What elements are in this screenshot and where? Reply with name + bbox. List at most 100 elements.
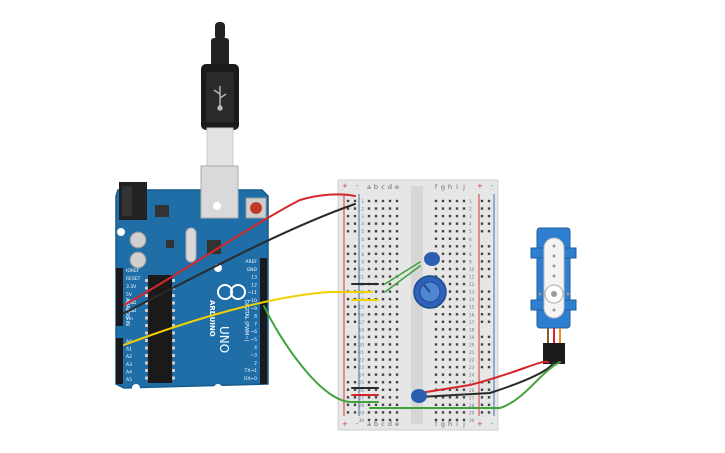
wire-servo-red[interactable] <box>419 360 549 394</box>
rail-hole <box>480 230 484 233</box>
wire-d9-green[interactable] <box>263 305 371 403</box>
capacitor-body <box>411 389 427 403</box>
rail-hole <box>353 358 357 361</box>
breadboard-hole <box>462 260 466 263</box>
pin-label: A3 <box>126 362 132 368</box>
power-pin-header[interactable] <box>116 268 123 326</box>
rail-hole <box>487 199 491 203</box>
arduino-uno[interactable]: ARDUINO UNO DIGITAL (PWM~) ANALOG IN ARE… <box>115 165 269 392</box>
row-number: 22 <box>469 358 475 363</box>
rail-hole <box>346 297 350 301</box>
chip-pin <box>172 294 175 297</box>
breadboard-hole <box>395 365 399 369</box>
row-number: 1 <box>361 199 364 204</box>
pin-label: 3.3V <box>126 284 137 290</box>
rail-hole <box>480 199 484 203</box>
rail-hole <box>353 207 357 210</box>
wire-a0-yellow[interactable] <box>123 291 373 346</box>
wire-gnd-black[interactable] <box>123 203 356 314</box>
row-number: 2 <box>469 207 472 212</box>
pin-label: A2 <box>126 354 132 360</box>
breadboard-hole <box>381 252 385 256</box>
breadboard-hole <box>388 252 392 256</box>
rail-hole <box>353 275 357 278</box>
usb-cable[interactable] <box>201 22 239 167</box>
potentiometer[interactable] <box>413 275 447 309</box>
breadboard-hole <box>381 418 385 422</box>
rail-hole <box>480 411 484 414</box>
chip-pin <box>172 301 175 305</box>
breadboard-hole <box>367 411 371 414</box>
capacitor-body <box>424 252 440 266</box>
rail-hole <box>487 260 491 263</box>
capacitor-top[interactable] <box>424 252 440 266</box>
arduino-model-text: UNO <box>217 326 231 353</box>
rail-hole <box>353 320 357 323</box>
breadboard-hole <box>395 245 399 248</box>
servo-connector[interactable] <box>543 343 565 364</box>
row-number: 11 <box>359 275 365 280</box>
breadboard-hole <box>455 282 459 286</box>
row-number: 24 <box>469 373 475 378</box>
breadboard-hole <box>381 237 385 240</box>
breadboard-hole <box>388 411 392 414</box>
breadboard-hole <box>388 381 392 384</box>
pin-label: IOREF <box>126 268 140 274</box>
rail-hole <box>480 290 484 293</box>
breadboard-hole <box>448 358 452 361</box>
breadboard-hole <box>462 275 466 278</box>
row-number: 28 <box>469 403 475 408</box>
rail-hole <box>353 222 357 225</box>
chip-pin <box>145 286 148 290</box>
rail-hole <box>487 297 491 301</box>
wires[interactable] <box>123 193 561 409</box>
rail-hole <box>346 411 350 414</box>
chip-pin <box>145 301 148 305</box>
row-number: 15 <box>359 305 365 310</box>
row-number: 3 <box>469 214 472 219</box>
usb-icon <box>213 86 227 111</box>
digital-pin-header[interactable] <box>260 258 267 384</box>
breadboard-hole <box>462 199 466 203</box>
wire-servo-black[interactable] <box>419 361 555 398</box>
breadboard-hole <box>441 320 445 323</box>
rail-hole <box>346 313 350 316</box>
wire-5v-red[interactable] <box>123 193 356 306</box>
pin-label: 5V <box>126 292 133 298</box>
breadboard-hole <box>462 320 466 323</box>
chip-pin <box>172 309 175 312</box>
breadboard-hole <box>395 290 399 293</box>
row-number: 30 <box>469 418 475 423</box>
breadboard-hole <box>462 388 466 391</box>
rail-hole <box>353 260 357 263</box>
rail-hole <box>487 403 491 407</box>
breadboard-hole <box>367 222 371 225</box>
breadboard-hole <box>374 320 378 323</box>
breadboard-hole <box>441 365 445 369</box>
breadboard-hole <box>367 260 371 263</box>
breadboard-hole <box>448 282 452 286</box>
breadboard-hole <box>395 230 399 233</box>
pin-label: RX←0 <box>244 376 257 382</box>
breadboard-hole <box>395 418 399 422</box>
breadboard-hole <box>434 335 438 339</box>
rail-hole <box>353 350 357 354</box>
rail-minus-label: - <box>491 182 494 190</box>
breadboard-hole <box>381 275 385 278</box>
breadboard-hole <box>381 313 385 316</box>
breadboard-hole <box>367 207 371 210</box>
breadboard-hole <box>448 335 452 339</box>
breadboard-hole <box>455 297 459 301</box>
wire-servo-green[interactable] <box>369 361 561 409</box>
analog-pin-header[interactable] <box>116 338 123 384</box>
column-letter: i <box>456 183 458 191</box>
rail-hole <box>346 222 350 225</box>
chip-pin <box>145 331 148 335</box>
servo-horn[interactable] <box>543 237 565 319</box>
breadboard-hole <box>367 328 371 331</box>
breadboard-hole <box>448 290 452 293</box>
row-number: 27 <box>469 395 475 400</box>
servo-motor[interactable] <box>530 227 577 364</box>
capacitor-bottom[interactable] <box>411 389 427 403</box>
breadboard-hole <box>367 343 371 346</box>
